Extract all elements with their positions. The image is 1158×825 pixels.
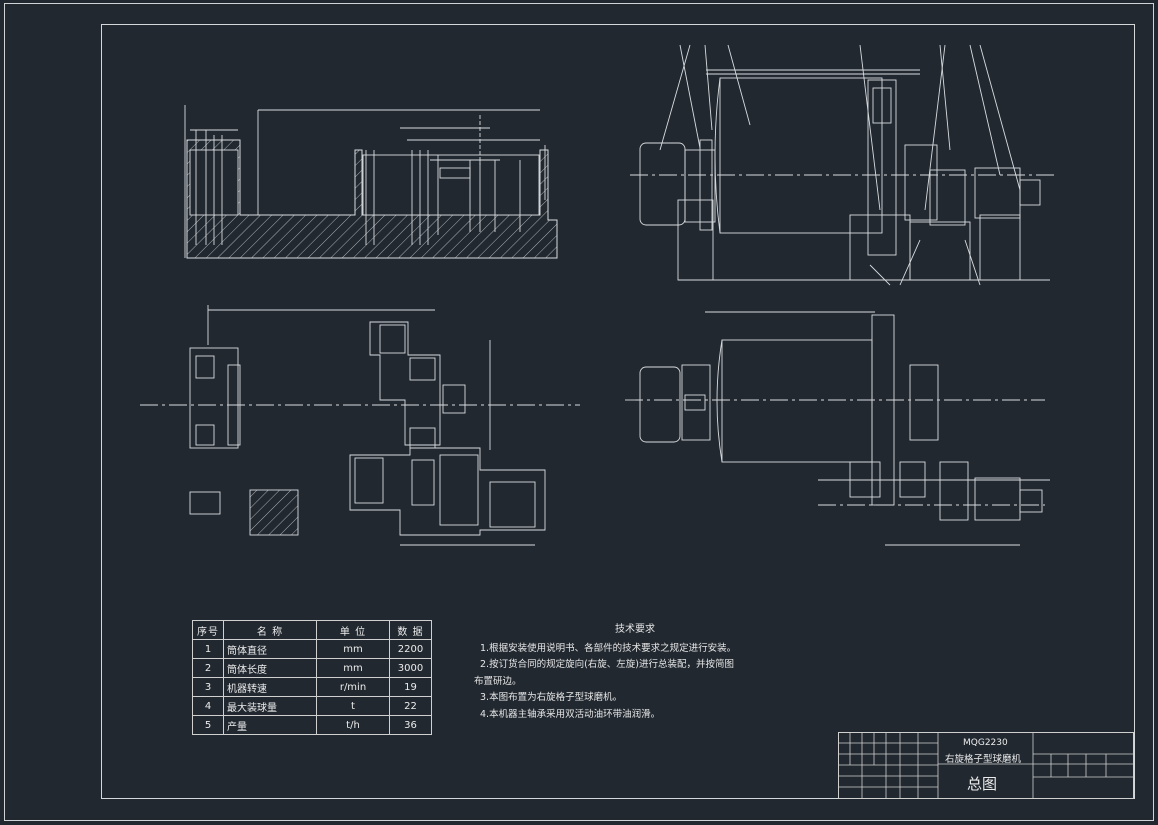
drawing-title: 总图	[967, 775, 998, 793]
row-name: 筒体长度	[223, 658, 317, 678]
header-unit: 单 位	[316, 620, 390, 640]
row-name: 机器转速	[223, 677, 317, 697]
row-index: 5	[192, 715, 224, 735]
row-value: 22	[389, 696, 432, 716]
tech-requirement-line: 2.按订货合同的规定旋向(右旋、左旋)进行总装配，并按简图	[480, 659, 734, 670]
row-unit: t/h	[316, 715, 390, 735]
table-header-row: 序号 名 称 单 位 数 据	[192, 620, 432, 640]
row-value: 19	[389, 677, 432, 697]
tech-requirement-line: 3.本图布置为右旋格子型球磨机。	[480, 692, 623, 703]
row-name: 产量	[223, 715, 317, 735]
table-row: 1 筒体直径 mm 2200	[192, 639, 432, 659]
row-unit: r/min	[316, 677, 390, 697]
outer-border	[4, 3, 1154, 821]
table-row: 3 机器转速 r/min 19	[192, 677, 432, 697]
table-row: 4 最大装球量 t 22	[192, 696, 432, 716]
table-row: 5 产量 t/h 36	[192, 715, 432, 735]
row-index: 1	[192, 639, 224, 659]
tech-requirement-line: 布置研边。	[474, 675, 522, 687]
row-index: 2	[192, 658, 224, 678]
row-unit: t	[316, 696, 390, 716]
row-index: 3	[192, 677, 224, 697]
row-name: 筒体直径	[223, 639, 317, 659]
row-unit: mm	[316, 658, 390, 678]
row-name: 最大装球量	[223, 696, 317, 716]
tech-requirements-title: 技术要求	[615, 624, 655, 635]
header-value: 数 据	[389, 620, 432, 640]
foundation-section-view	[184, 105, 558, 259]
model-number: MQG2230	[963, 738, 1008, 748]
row-value: 2200	[389, 639, 432, 659]
header-index: 序号	[192, 620, 224, 640]
row-index: 4	[192, 696, 224, 716]
header-name: 名 称	[223, 620, 317, 640]
tech-requirement-line: 4.本机器主轴承采用双活动油环带油润滑。	[480, 708, 661, 720]
machine-name: 右旋格子型球磨机	[945, 754, 1022, 765]
technical-requirements: 技术要求 1.根据安装使用说明书、各部件的技术要求之规定进行安装。 2.按订货合…	[474, 622, 780, 723]
row-unit: mm	[316, 639, 390, 659]
title-block: MQG2230 右旋格子型球磨机 总图	[838, 732, 1134, 799]
parameters-table: 序号 名 称 单 位 数 据 1 筒体直径 mm 2200 2 筒体长度 mm …	[192, 620, 432, 735]
drawing-frame	[101, 24, 1135, 799]
title-block-grid	[838, 732, 1134, 799]
plan-view	[625, 311, 1050, 546]
table-row: 2 筒体长度 mm 3000	[192, 658, 432, 678]
row-value: 36	[389, 715, 432, 735]
tech-requirement-line: 1.根据安装使用说明书、各部件的技术要求之规定进行安装。	[480, 642, 737, 654]
front-elevation-view	[630, 44, 1055, 286]
foundation-plan-view	[140, 305, 580, 546]
row-value: 3000	[389, 658, 432, 678]
